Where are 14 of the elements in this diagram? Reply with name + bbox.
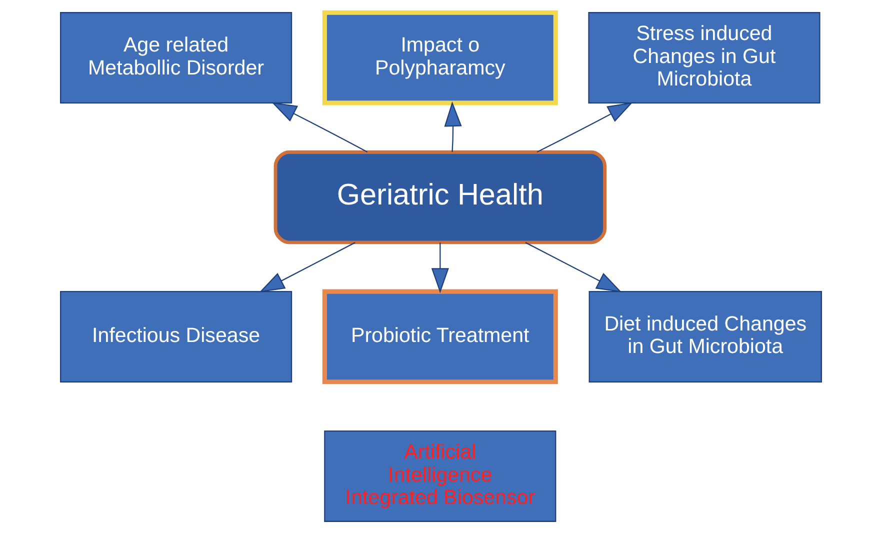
node-box: Infectious Disease — [60, 291, 292, 382]
arrow — [271, 102, 368, 153]
arrow — [536, 102, 632, 153]
node-box: Artificial Intelligence Integrated Biosensor — [324, 430, 556, 522]
node-box: Geriatric Health — [273, 150, 606, 244]
arrow — [430, 242, 448, 294]
node-box: Impact o Polypharamcy — [322, 10, 558, 106]
arrow — [444, 101, 462, 152]
arrow — [258, 242, 355, 292]
arrow — [524, 242, 622, 292]
node-box: Stress induced Changes in Gut Microbiota — [588, 12, 820, 104]
node-box: Probiotic Treatment — [322, 289, 558, 384]
node-box: Diet induced Changes in Gut Microbiota — [588, 291, 822, 382]
node-box: Age related Metabollic Disorder — [60, 12, 292, 104]
